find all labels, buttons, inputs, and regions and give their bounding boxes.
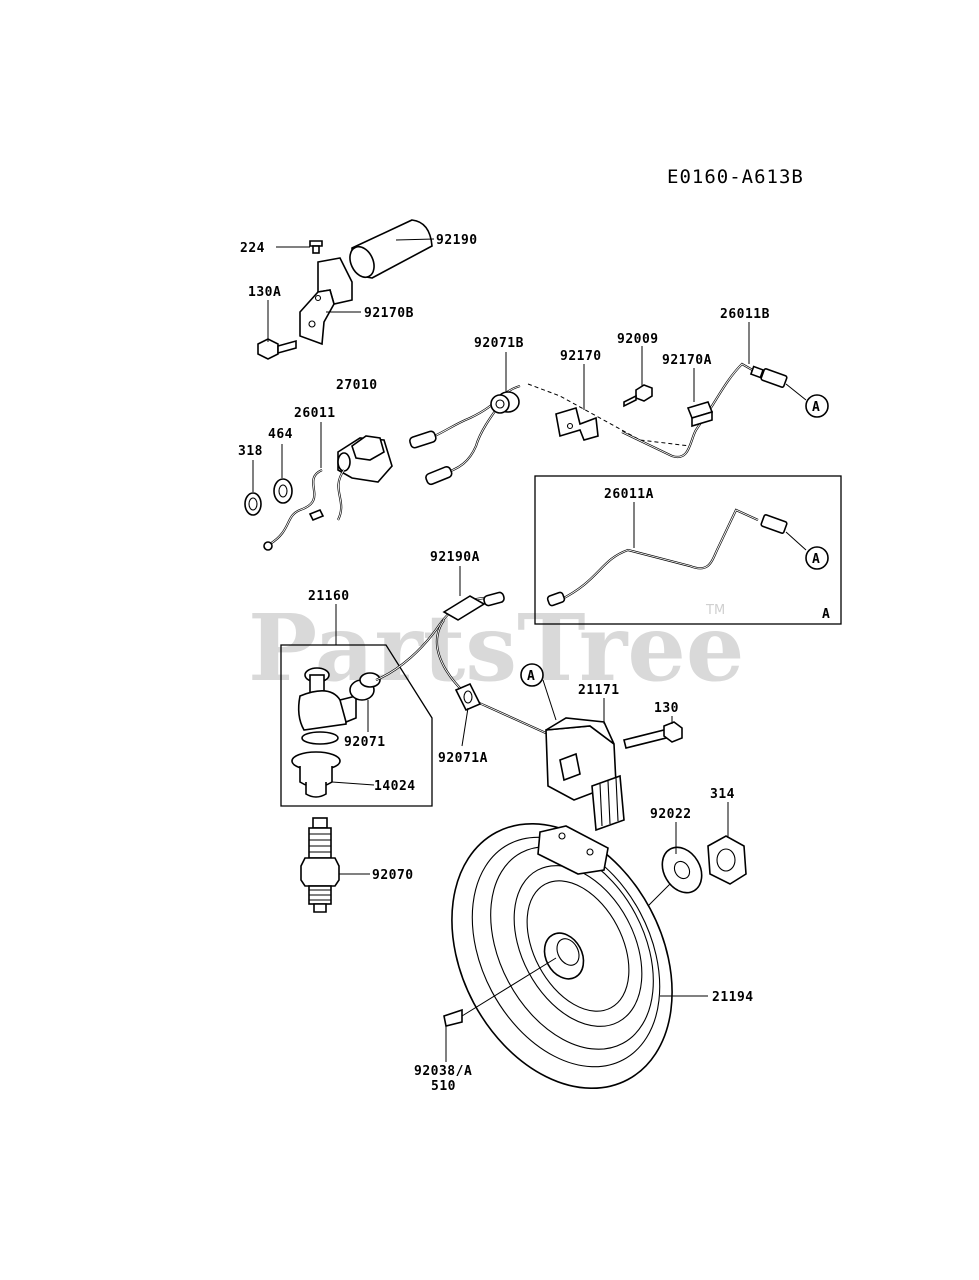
part-nut-318[interactable] [244,492,262,516]
part-flywheel-21194[interactable] [408,785,716,1126]
part-cap-92071[interactable] [349,672,381,701]
label-21171: 21171 [578,683,620,698]
part-washer-464[interactable] [273,478,293,504]
label-92170B: 92170B [364,306,414,321]
part-lead-26011A[interactable] [546,508,788,607]
part-bracket-92170B[interactable] [299,257,353,346]
part-bracket-92170[interactable] [555,406,599,441]
label-21194: 21194 [712,990,754,1005]
label-26011A: 26011A [604,487,654,502]
svg-text:A: A [812,552,820,567]
watermark-text: PartsTree [248,594,744,702]
label-92170A: 92170A [662,353,712,368]
part-labels: 224 92190 130A 92170B 92071B 92170 92009… [238,233,770,1094]
label-92022: 92022 [650,807,692,822]
label-92190: 92190 [436,233,478,248]
label-26011B: 26011B [720,307,770,322]
label-92071A: 92071A [438,751,488,766]
part-nut-314[interactable] [707,835,747,885]
part-bolt-130[interactable] [623,721,683,749]
label-21160: 21160 [308,589,350,604]
label-26011: 26011 [294,406,336,421]
inset-box-a [534,475,842,625]
svg-text:A: A [527,669,535,684]
label-27010: 27010 [336,378,378,393]
part-screw-92009[interactable] [623,384,653,408]
label-314: 314 [710,787,735,802]
part-clip-92170A[interactable] [686,401,714,428]
part-washer-92022[interactable] [654,840,709,900]
label-318: 318 [238,444,263,459]
routing-line [527,383,691,447]
label-92070: 92070 [372,868,414,883]
part-cover-92190[interactable] [345,219,433,281]
label-92190A: 92190A [430,550,480,565]
label-92038A: 92038/A [414,1064,472,1079]
part-cover-14024[interactable] [291,751,341,798]
label-92071: 92071 [344,735,386,750]
part-switch-27010[interactable] [336,435,393,521]
plug-cap-box [280,644,433,807]
part-ignition-coil-21171[interactable] [545,717,625,832]
part-bolt-224[interactable] [309,240,323,254]
part-spark-plug-92070[interactable] [300,817,340,913]
part-grommet-92071B[interactable] [490,391,520,414]
label-14024: 14024 [374,779,416,794]
part-grommet-92071A[interactable] [454,682,482,712]
callout-a-top: A [805,394,829,418]
svg-text:A: A [812,400,820,415]
label-92009: 92009 [617,332,659,347]
part-lead-26011[interactable] [263,468,325,551]
label-224: 224 [240,241,265,256]
inset-box-label: A [822,607,830,622]
label-510: 510 [431,1079,456,1094]
label-92170: 92170 [560,349,602,364]
part-key-92038A[interactable] [443,1008,463,1027]
part-bolt-130A[interactable] [257,338,297,360]
callout-a-coil: A [520,663,544,687]
label-464: 464 [268,427,293,442]
callout-a-inset: A [805,546,829,570]
trademark-mark: TM [705,603,725,618]
label-130: 130 [654,701,679,716]
part-plug-cap-21160[interactable] [297,667,357,745]
label-130A: 130A [248,285,281,300]
label-92071B: 92071B [474,336,524,351]
leader-lines [252,238,807,1062]
diagram-code: E0160-A613B [667,166,804,188]
